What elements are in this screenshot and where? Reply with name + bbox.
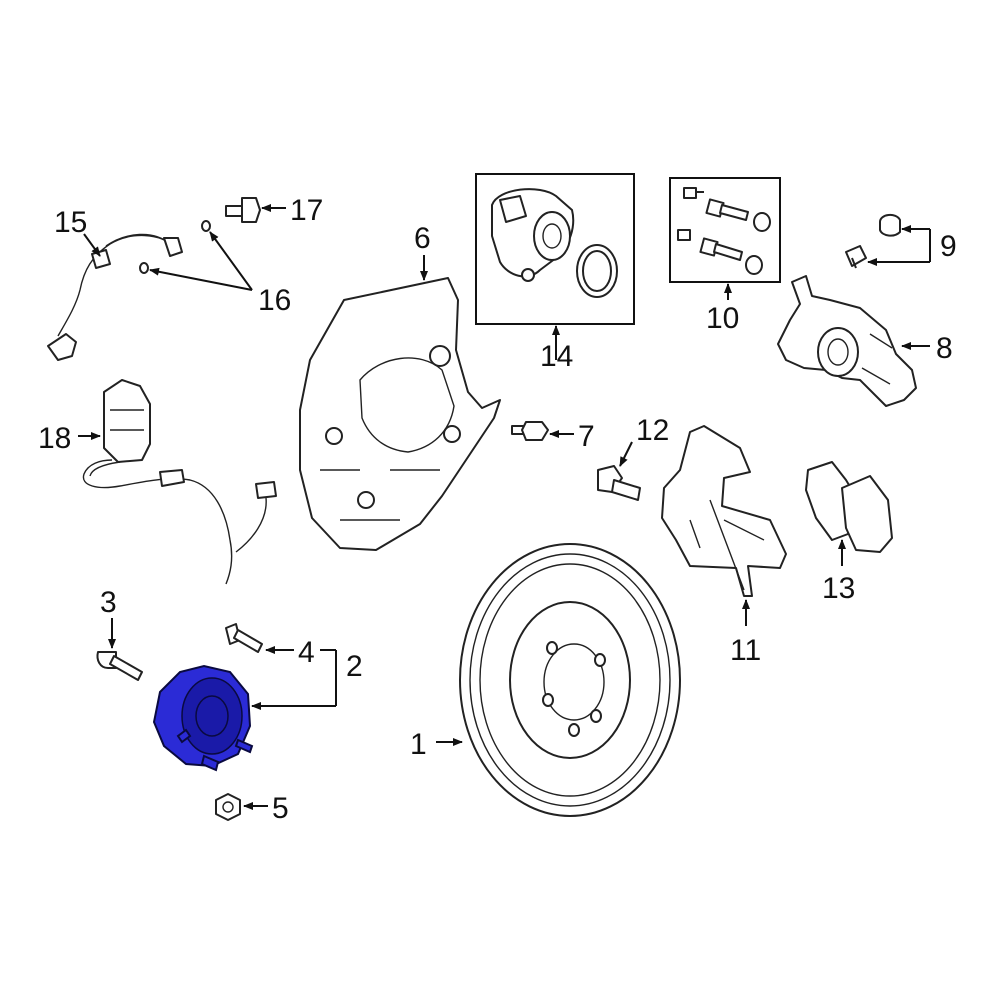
part-16-clips[interactable] [139, 220, 211, 274]
part-4-wheel-stud[interactable] [225, 623, 263, 653]
callout-6: 6 [414, 222, 431, 255]
callout-8: 8 [936, 332, 953, 365]
part-11-caliper-bracket[interactable] [661, 425, 787, 597]
part-9-bleeder-caps[interactable] [845, 214, 901, 269]
part-13-brake-pads[interactable] [805, 461, 893, 553]
callout-9: 9 [940, 230, 957, 263]
callout-1: 1 [410, 728, 427, 761]
part-14-motor-kit[interactable] [475, 173, 635, 325]
callout-12: 12 [636, 414, 669, 447]
callout-10: 10 [706, 302, 739, 335]
part-3-bolt[interactable] [96, 651, 143, 681]
part-17-bolt[interactable] [225, 197, 261, 223]
callout-14: 14 [540, 340, 573, 373]
part-7-bolt[interactable] [511, 421, 549, 441]
part-2-hub-bearing[interactable] [152, 664, 254, 772]
part-1-brake-rotor[interactable] [459, 543, 681, 817]
part-10-bolt-kit[interactable] [669, 177, 781, 283]
part-18-wheel-sensor[interactable] [82, 379, 277, 585]
part-15-sensor-harness[interactable] [47, 233, 183, 361]
callout-13: 13 [822, 572, 855, 605]
callout-2: 2 [346, 650, 363, 683]
callout-15: 15 [54, 206, 87, 239]
part-8-caliper[interactable] [777, 275, 917, 407]
callout-11: 11 [730, 634, 761, 667]
callout-17: 17 [290, 194, 323, 227]
callout-5: 5 [272, 792, 289, 825]
part-12-bolt[interactable] [597, 465, 641, 501]
part-6-dust-shield[interactable] [299, 277, 501, 551]
callout-4: 4 [298, 636, 315, 669]
callout-7: 7 [578, 420, 595, 453]
callout-16: 16 [258, 284, 291, 317]
callout-18: 18 [38, 422, 71, 455]
callout-3: 3 [100, 586, 117, 619]
part-5-nut[interactable] [215, 793, 241, 821]
